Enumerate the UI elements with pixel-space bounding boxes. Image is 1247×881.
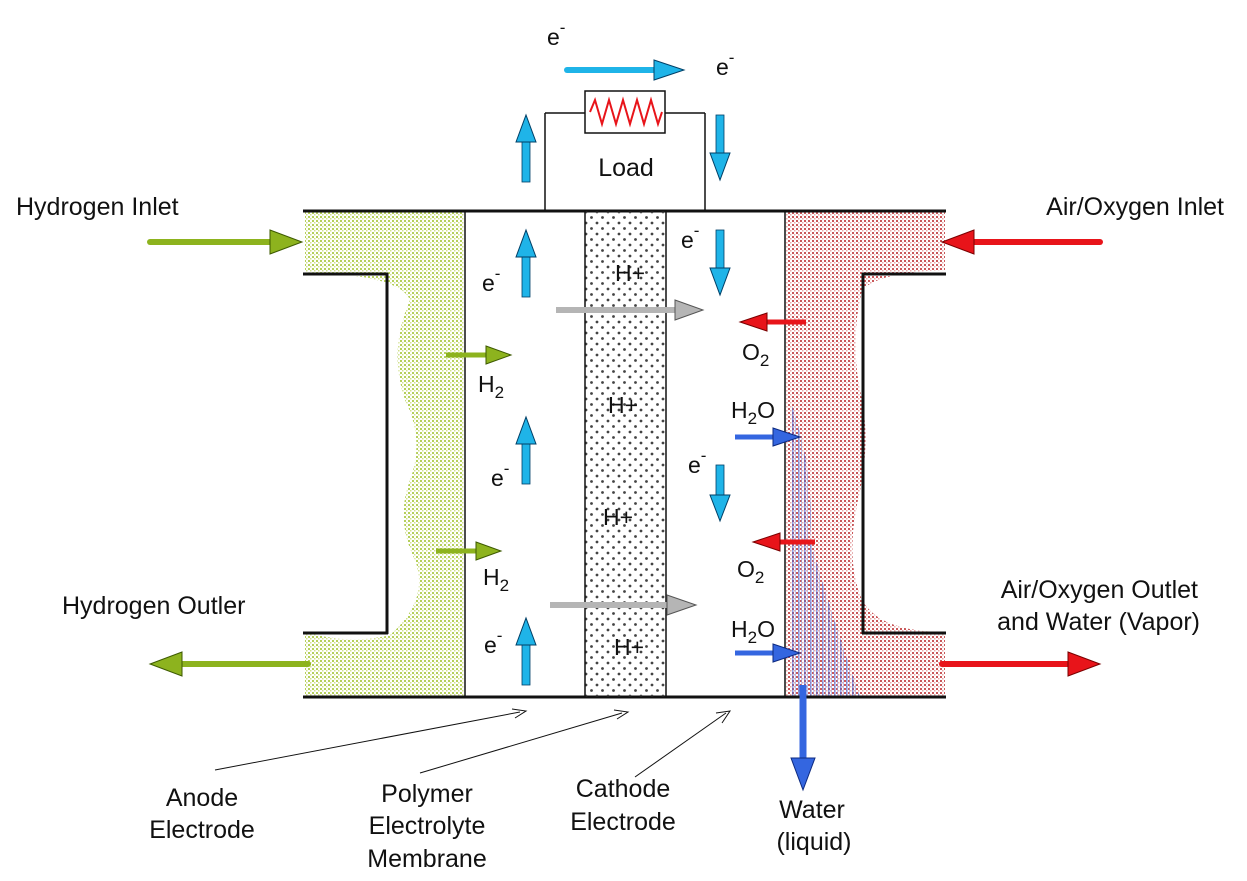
air-outlet-arrow — [939, 651, 1102, 677]
electron-label-cathode-1: e- — [681, 221, 699, 253]
electron-label-anode-3: e- — [484, 626, 502, 658]
proton-arrow-1 — [556, 299, 705, 321]
electron-label-anode-2: e- — [491, 459, 509, 491]
proton-label-2: H+ — [608, 392, 638, 418]
air-outlet-label-line1: Air/Oxygen Outlet — [1001, 576, 1198, 604]
o2-label-2: O2 — [737, 556, 764, 587]
membrane-label-line1: Polymer — [381, 780, 473, 808]
anode-electron-arrow-2 — [515, 415, 537, 485]
electron-label-top-left: e- — [547, 18, 565, 50]
proton-label-1: H+ — [615, 260, 645, 286]
water-label-line1: Water — [779, 796, 845, 824]
cathode-electron-arrow-1 — [709, 229, 731, 297]
o2-label-1: O2 — [742, 339, 769, 370]
load-resistor-box — [584, 90, 666, 134]
electron-label-cathode-2: e- — [688, 446, 706, 478]
h2o-label-1: H2O — [731, 397, 775, 428]
anode-label-line1: Anode — [166, 784, 238, 812]
h2-arrow-1 — [446, 345, 513, 365]
h2-label-2: H2 — [483, 564, 509, 595]
h2-arrow-2 — [436, 541, 503, 561]
proton-arrow-2 — [550, 594, 698, 616]
resistor-icon — [589, 96, 663, 128]
proton-label-4: H+ — [614, 634, 644, 660]
h2o-label-2: H2O — [731, 616, 775, 647]
h2o-arrow-2 — [735, 643, 802, 663]
electron-flow-arrow-top — [564, 59, 686, 81]
air-outlet-label-line2: and Water (Vapor) — [997, 608, 1200, 636]
water-label-line2: (liquid) — [776, 828, 851, 856]
air-flow-fill — [786, 212, 945, 697]
pointer-lines — [214, 708, 732, 778]
anode-electron-arrow-3 — [515, 616, 537, 686]
liquid-water-arrow — [790, 685, 816, 792]
proton-label-3: H+ — [603, 504, 633, 530]
cathode-electron-arrow-2 — [709, 464, 731, 523]
hydrogen-flow-fill — [305, 212, 464, 697]
o2-arrow-1 — [738, 312, 806, 332]
membrane-label-line2: Electrolyte — [369, 812, 486, 840]
electron-label-anode-1: e- — [482, 264, 500, 296]
cathode-label-line2: Electrode — [570, 808, 676, 836]
load-label: Load — [598, 154, 654, 182]
electron-label-top-right: e- — [716, 48, 734, 80]
water-droplet-region — [790, 400, 860, 697]
electron-up-arrow-circuit — [515, 113, 537, 183]
air-inlet-arrow — [940, 229, 1103, 255]
hydrogen-outlet-arrow — [148, 651, 311, 677]
hydrogen-outlet-label: Hydrogen Outler — [62, 592, 245, 620]
cathode-label-line1: Cathode — [576, 775, 671, 803]
anode-electron-arrow-1 — [515, 228, 537, 298]
external-circuit — [544, 112, 706, 211]
h2-label-1: H2 — [478, 371, 504, 402]
electron-down-arrow-circuit — [709, 114, 731, 182]
hydrogen-inlet-label: Hydrogen Inlet — [16, 193, 179, 221]
h2o-arrow-1 — [735, 427, 802, 447]
anode-label-line2: Electrode — [149, 816, 255, 844]
membrane-label-line3: Membrane — [367, 845, 487, 873]
hydrogen-inlet-arrow — [147, 229, 304, 255]
o2-arrow-2 — [751, 532, 815, 552]
air-inlet-label: Air/Oxygen Inlet — [1046, 193, 1224, 221]
polymer-electrolyte-membrane — [584, 210, 667, 698]
